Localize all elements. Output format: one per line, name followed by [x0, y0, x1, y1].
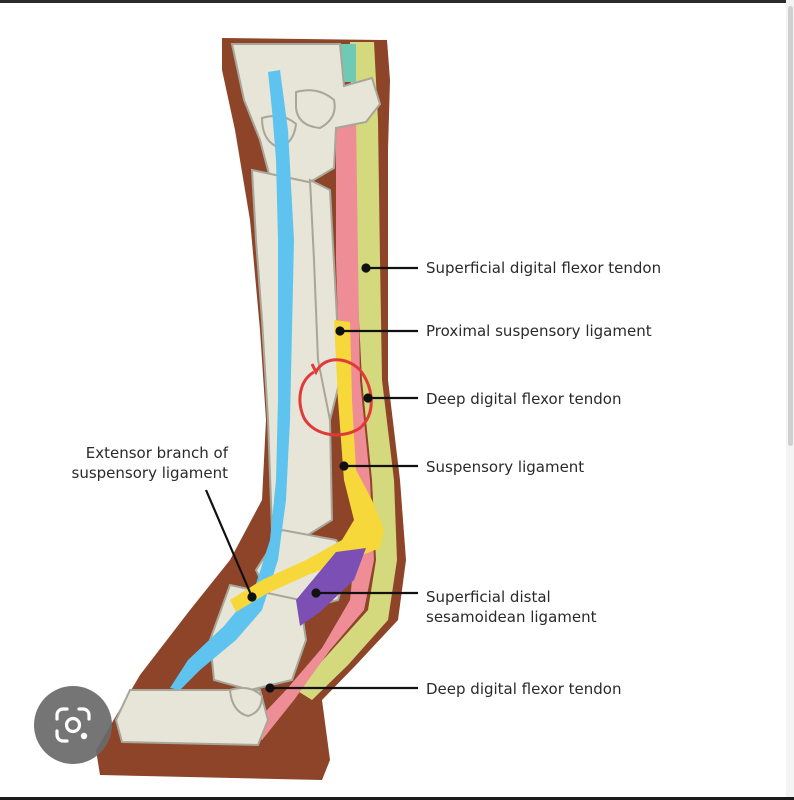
scrollbar-thumb[interactable] [788, 6, 793, 446]
extensor-tendon [170, 70, 294, 690]
label-sesamoidean-2: sesamoidean ligament [426, 608, 597, 626]
leader-lines [204, 263, 418, 693]
top-bar [0, 0, 794, 3]
google-lens-icon [55, 707, 91, 743]
sdft-band [296, 42, 397, 700]
bottom-border [0, 797, 794, 800]
label-ddft-lower: Deep digital flexor tendon [426, 680, 621, 698]
label-extensor-1: Extensor branch of [86, 444, 229, 462]
label-extensor-2: suspensory ligament [72, 464, 229, 482]
label-ddft-upper: Deep digital flexor tendon [426, 390, 621, 408]
label-sdft: Superficial digital flexor tendon [426, 259, 661, 277]
label-proximal-suspensory: Proximal suspensory ligament [426, 322, 652, 340]
label-sesamoidean-1: Superficial distal [426, 588, 551, 606]
label-suspensory: Suspensory ligament [426, 458, 584, 476]
sesamoidean-ligament [296, 548, 366, 626]
ddft-band [250, 110, 374, 740]
lens-button[interactable] [34, 686, 112, 764]
suspensory-ligament [230, 320, 384, 612]
red-annotation-circle [298, 358, 373, 437]
